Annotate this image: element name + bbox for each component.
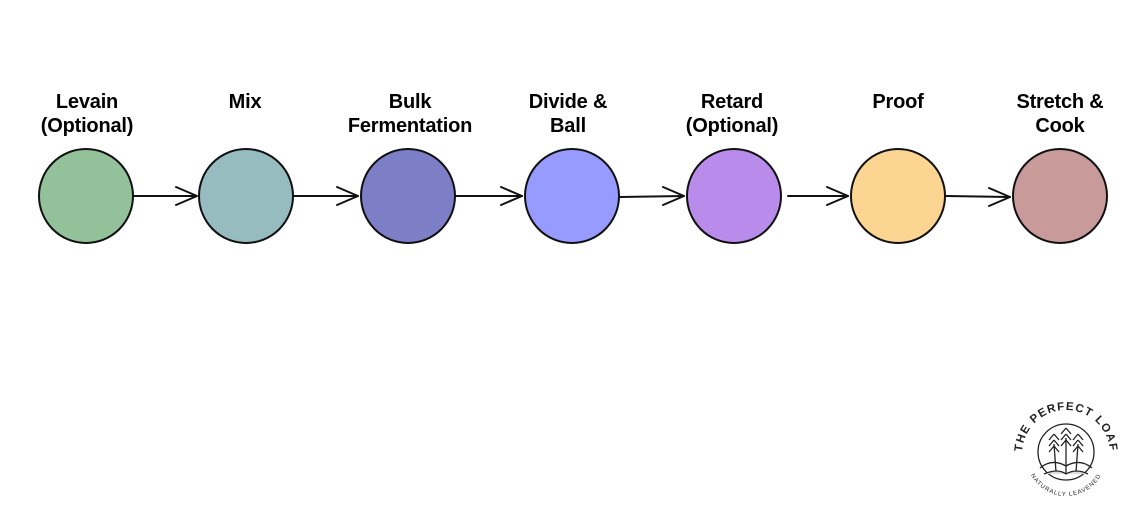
step-label-mix: Mix [228, 91, 262, 113]
step-circle-mix [198, 148, 294, 244]
arrow-2 [293, 186, 359, 206]
step-label-levain: Levain(Optional) [40, 91, 134, 137]
step-label-stretch-cook: Stretch &Cook [1016, 91, 1104, 137]
arrow-4 [619, 186, 685, 206]
step-label-proof: Proof [872, 91, 924, 113]
step-label-retard: Retard(Optional) [685, 91, 779, 137]
arrow-6 [945, 187, 1011, 207]
arrow-5 [787, 186, 849, 206]
arrow-3 [455, 186, 523, 206]
wheat-icon [1037, 423, 1095, 481]
step-circle-bulk-fermentation [360, 148, 456, 244]
step-circle-levain [38, 148, 134, 244]
arrow-1 [133, 186, 198, 206]
step-circle-divide-ball [524, 148, 620, 244]
step-label-divide-ball: Divide &Ball [528, 91, 608, 137]
step-circle-retard [686, 148, 782, 244]
the-perfect-loaf-logo: THE PERFECT LOAF NATURALLY LEAVENED [1013, 401, 1118, 498]
step-circle-stretch-cook [1012, 148, 1108, 244]
